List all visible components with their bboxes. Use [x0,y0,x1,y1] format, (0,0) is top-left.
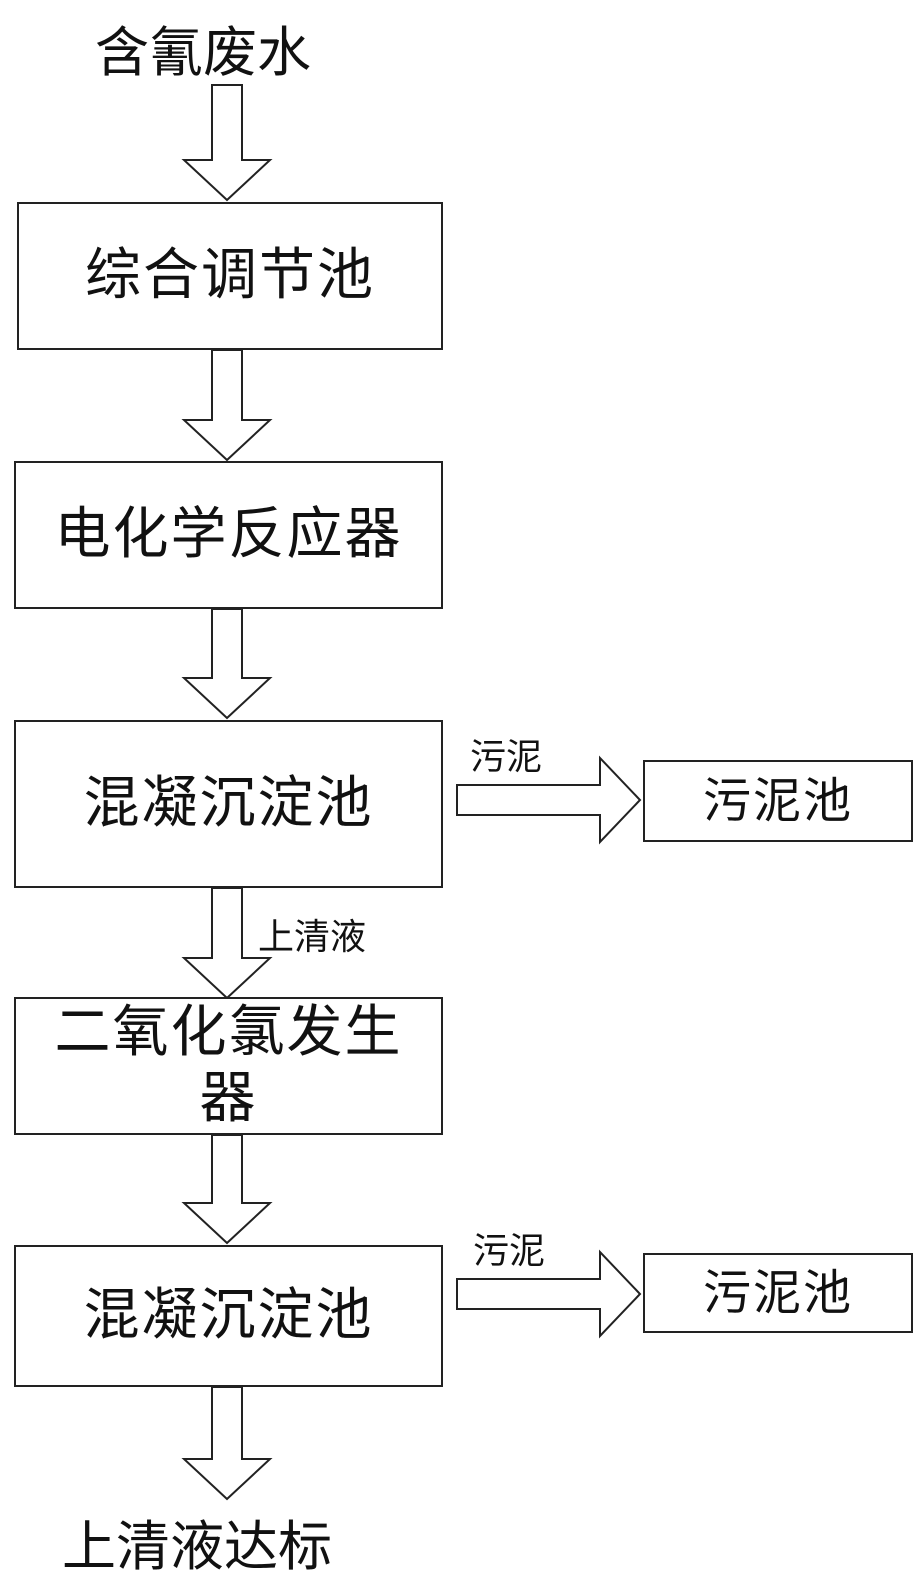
step-box-3: 混凝沉淀池 [14,720,443,888]
step-box-1: 综合调节池 [17,202,443,350]
step-box-2: 电化学反应器 [14,461,443,609]
input-label: 含氰废水 [95,21,311,84]
branch-2-edge-label: 污泥 [473,1231,546,1272]
step-box-4: 二氧化氯发生器 [14,997,443,1135]
arrow-step1-to-step2 [181,349,273,462]
sludge-tank-box-1: 污泥池 [643,760,913,842]
arrow-step3-to-step4 [181,887,273,1000]
sludge-tank-label-1: 污泥池 [702,773,853,829]
arrow-branch1-to-sludge [456,755,642,845]
branch-1-edge-label: 污泥 [470,737,543,778]
arrow-branch2-to-sludge [456,1249,642,1339]
sludge-tank-box-2: 污泥池 [643,1253,913,1333]
step-label-3: 混凝沉淀池 [83,771,374,836]
step-label-2: 电化学反应器 [54,502,403,567]
step-label-1: 综合调节池 [85,243,375,308]
arrow-input-to-step1 [181,84,273,202]
step-label-4: 二氧化氯发生器 [54,1000,403,1131]
output-label: 上清液达标 [62,1515,332,1578]
supernatant-label: 上清液 [258,917,367,958]
arrow-step4-to-step5 [181,1134,273,1245]
step-label-5: 混凝沉淀池 [83,1283,374,1348]
arrow-step5-to-output [181,1386,273,1501]
sludge-tank-label-2: 污泥池 [702,1265,853,1321]
step-box-5: 混凝沉淀池 [14,1245,443,1387]
arrow-step2-to-step3 [181,608,273,720]
